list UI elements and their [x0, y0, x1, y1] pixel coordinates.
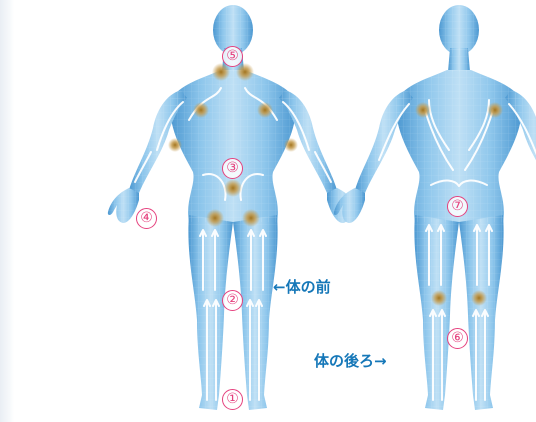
marker-1: ①	[222, 389, 243, 410]
marker-2: ②	[222, 290, 243, 311]
marker-6: ⑥	[447, 328, 468, 349]
marker-4: ④	[136, 208, 157, 229]
back-of-body-label: 体の後ろ→	[314, 350, 387, 371]
marker-7: ⑦	[447, 196, 468, 217]
front-of-body-label: ←体の前	[273, 276, 331, 297]
marker-5: ⑤	[222, 46, 243, 67]
marker-3: ③	[222, 158, 243, 179]
